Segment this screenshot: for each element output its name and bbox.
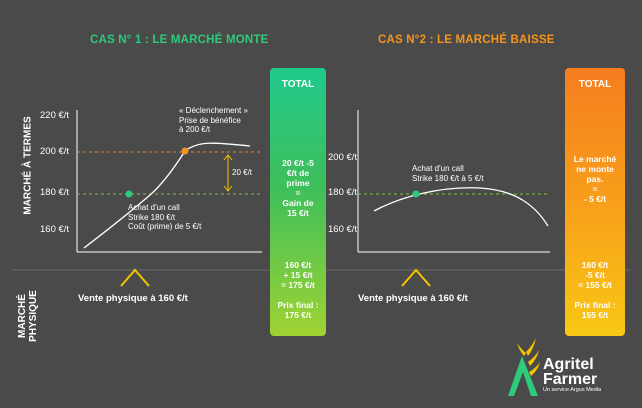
case1-total-panel: TOTAL 20 €/t -5 €/t de prime = Gain de 1… [270,68,326,336]
case1-physical-sale: Vente physique à 160 €/t [78,293,188,304]
case1-final-price: Prix final : 175 €/t [277,300,319,320]
wheat-logo-icon [508,338,540,396]
case1-tick-180: 180 €/t [40,187,70,198]
case1-trigger-point [181,147,189,155]
brand-name-2: Farmer [543,371,598,388]
case1-strike-point [125,190,133,198]
case1-total-calc: 160 €/t + 15 €/t = 175 €/t [281,260,315,290]
case1-trigger-note: « Déclenchement » Prise de bénéfice à 20… [179,106,248,134]
brand-name-1: Agritel [543,356,594,373]
case1-price-curve [83,142,251,249]
case1-physical-marker [120,268,150,287]
case2-tick-200: 200 €/t [328,152,358,163]
case1-title: CAS N° 1 : LE MARCHÉ MONTE [90,34,269,46]
case1-tick-220: 220 €/t [40,110,70,121]
case2-total-calc: 160 €/t -5 €/t = 155 €/t [578,260,612,290]
case2-tick-180: 180 €/t [328,187,358,198]
brand-logo: Agritel Farmer Un service Argus Media [543,356,602,394]
case1-tick-200: 200 €/t [40,146,70,157]
case2-total-head: TOTAL [578,79,612,90]
case2-call-note: Achat d'un call Strike 180 €/t à 5 €/t [412,164,484,183]
case2-final-price: Prix final : 155 €/t [574,300,616,320]
case2-strike-point [412,190,420,198]
case2-total-loss: Le marché ne monte pas. = - 5 €/t [573,154,617,204]
case2-physical-sale: Vente physique à 160 €/t [358,293,468,304]
case2-total-panel: TOTAL Le marché ne monte pas. = - 5 €/t … [565,68,625,336]
case1-call-note: Achat d'un call Strike 180 €/t Coût (pri… [128,203,202,231]
case2-title: CAS N°2 : LE MARCHÉ BAISSE [378,34,555,46]
case2-physical-marker [401,268,431,287]
case1-total-gain: 20 €/t -5 €/t de prime = Gain de 15 €/t [282,158,314,218]
case2-tick-160: 160 €/t [328,224,358,235]
case1-total-head: TOTAL [281,79,315,90]
brand-subtitle: Un service Argus Media [543,387,602,393]
case1-tick-160: 160 €/t [40,224,70,235]
case1-gap-label: 20 €/t [232,168,253,177]
case2-price-curve [373,187,549,227]
